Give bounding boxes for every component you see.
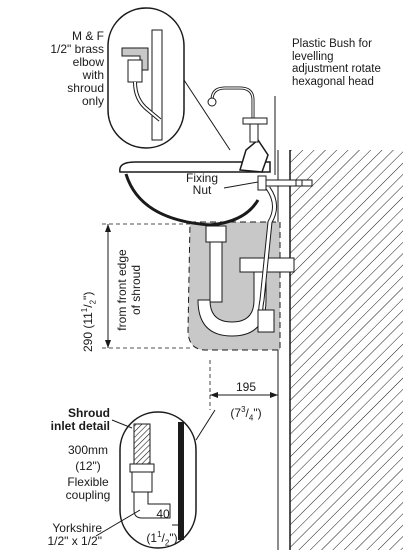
- inlet-dim-den: 2: [164, 538, 170, 548]
- coupling-type2: coupling: [65, 488, 111, 502]
- shroud-title2: inlet detail: [50, 419, 110, 433]
- fixing-bolt: [257, 175, 313, 191]
- width-dim-open: (7: [230, 406, 242, 420]
- bush-line4: hexagonal head: [292, 75, 374, 88]
- elbow-line5: shroud: [67, 81, 104, 95]
- basin: [119, 138, 271, 227]
- height-dim-note2: of shroud: [129, 264, 143, 316]
- inlet-dim-num: 1: [157, 530, 162, 539]
- wall: [277, 150, 403, 550]
- elbow-callout: M & F 1/2" brass elbow with shroud only: [8, 30, 104, 108]
- coupling-size1: 300mm: [67, 443, 108, 457]
- width-dim-num: 3: [241, 405, 246, 414]
- coupling-type1: Flexible: [67, 475, 109, 489]
- nut-leader: [223, 181, 259, 189]
- inlet-dim-mm: 40: [156, 507, 170, 521]
- fixing-nut-label: Fixing Nut: [180, 172, 224, 196]
- coupling-label: 300mm (12") Flexible coupling: [52, 444, 124, 502]
- yorkshire-label: Yorkshire 1/2" x 1/2": [6, 522, 102, 548]
- height-dim-note1: from front edge: [115, 249, 129, 331]
- width-dim-den: 4: [248, 413, 254, 423]
- bush-callout: Plastic Bush for levelling adjustment ro…: [292, 38, 402, 88]
- yorkshire-fitting: Yorkshire: [52, 521, 102, 535]
- tap: [207, 86, 268, 143]
- fixing-nut-line1: Fixing: [185, 171, 218, 185]
- height-dim-value: 290 (11: [81, 312, 95, 352]
- elbow-line3: elbow: [72, 55, 104, 69]
- inlet-dim-open: (1: [146, 531, 158, 545]
- height-dim-num: 1: [80, 307, 89, 313]
- supply-pipe: [257, 186, 277, 333]
- bush-line1: Plastic Bush for: [292, 38, 372, 50]
- width-dim-close: "): [253, 406, 262, 420]
- width-dim-imperial: (73/4"): [230, 405, 262, 423]
- height-dim-label: 290 (111/2"): [80, 291, 98, 352]
- width-dimension: [209, 360, 278, 410]
- shroud-title1: Shroud: [68, 406, 110, 420]
- width-dim-value: 195: [235, 380, 257, 394]
- shroud-detail-title: Shroud inlet detail: [4, 407, 110, 433]
- elbow-line2: 1/2" brass: [50, 42, 104, 56]
- shroud-inlet-inset: [95, 409, 216, 549]
- elbow-line4: with: [82, 68, 104, 82]
- elbow-line6: only: [81, 94, 104, 108]
- height-dim-den: 2: [88, 299, 98, 305]
- yorkshire-size: 1/2" x 1/2": [47, 534, 102, 548]
- bush-line2: levelling: [292, 50, 334, 63]
- bush-line3: adjustment rotate: [292, 63, 381, 75]
- inlet-dim-in: (11/2"): [146, 530, 178, 548]
- elbow-line1: M & F: [72, 29, 104, 43]
- inlet-dim-close: "): [169, 531, 178, 545]
- fixing-nut-line2: Nut: [192, 183, 212, 197]
- height-dimension: [102, 223, 190, 349]
- coupling-size2: (12"): [75, 459, 101, 473]
- elbow-detail-inset: [107, 7, 231, 151]
- height-dim-close: "): [81, 291, 95, 300]
